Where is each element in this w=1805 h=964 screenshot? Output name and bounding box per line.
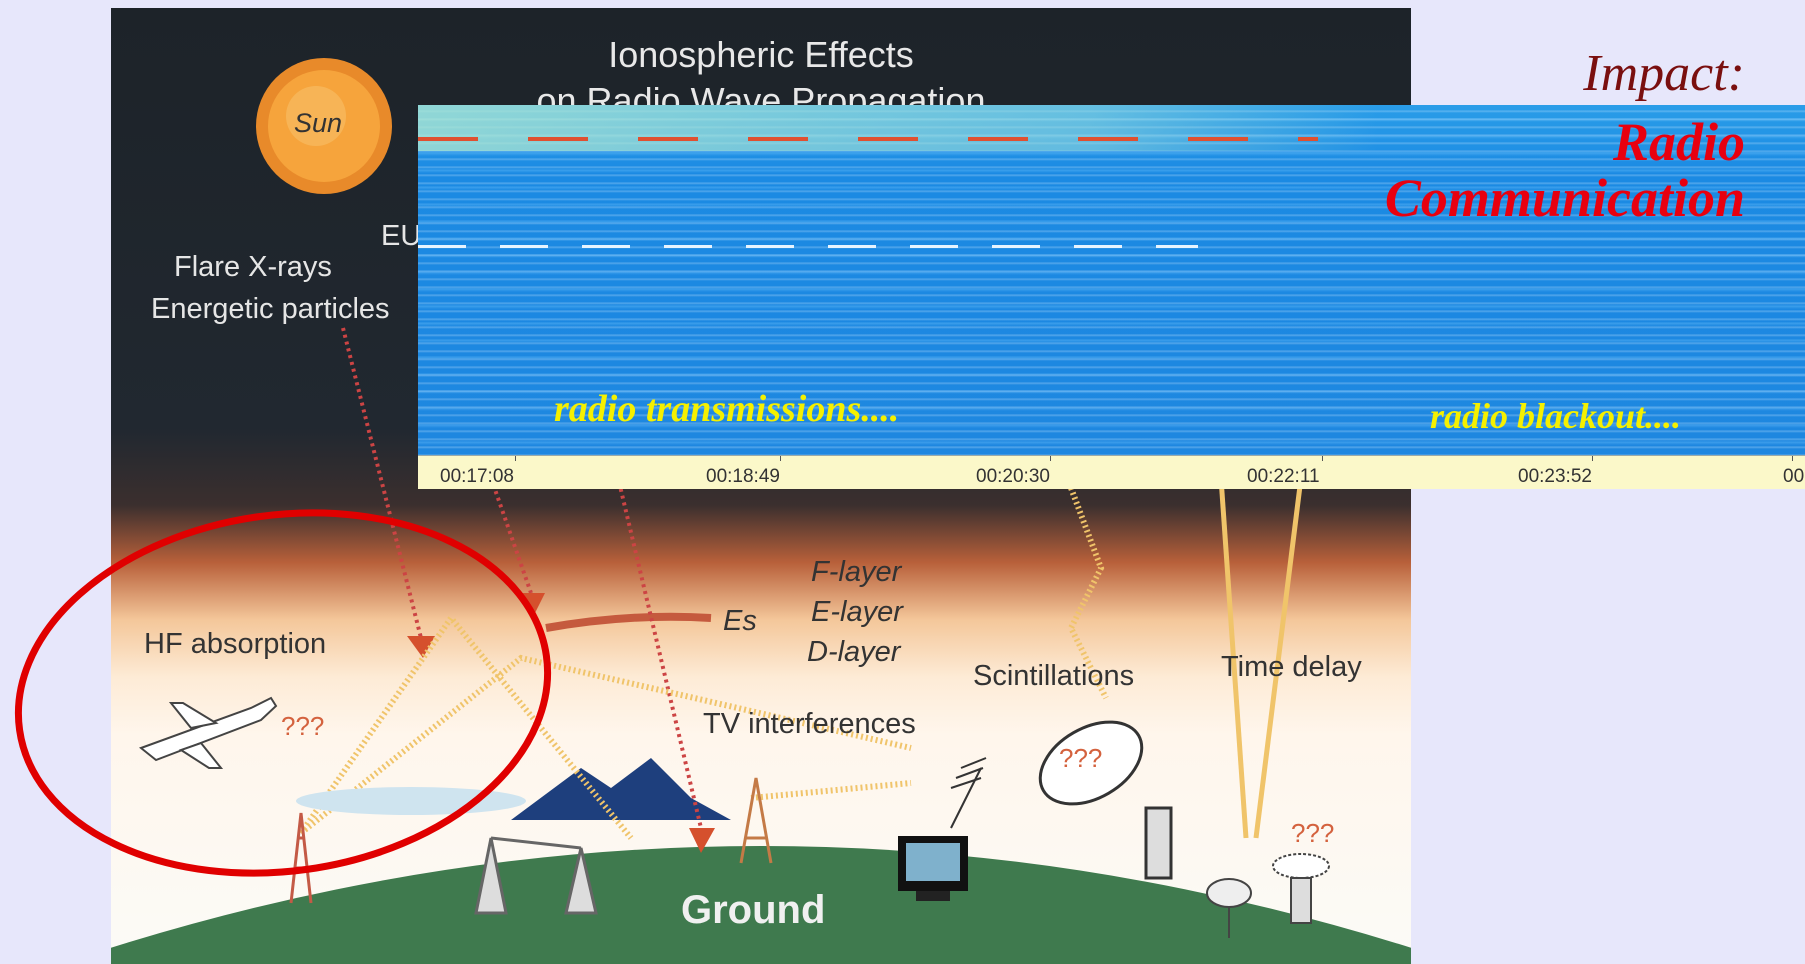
time-tick-mark [1592, 456, 1593, 461]
sun-label: Sun [294, 108, 343, 138]
f-layer-label: F-layer [811, 556, 902, 588]
question-marks-dish: ??? [1059, 743, 1103, 773]
time-tick-mark [780, 456, 781, 461]
ground-label: Ground [681, 888, 826, 932]
question-marks-plane: ??? [281, 711, 325, 741]
transmitter-tower-icon [289, 812, 313, 904]
scintillation-path [1067, 486, 1109, 700]
euv-arrow [489, 477, 533, 594]
time-tick-label: 00:17:08 [440, 466, 514, 487]
euv-arrowhead [519, 593, 545, 613]
e-layer-label: E-layer [811, 596, 903, 628]
slide-headline: Impact: Radio Communication [1384, 45, 1745, 228]
xray-arrow [341, 327, 423, 639]
cloud-icon [296, 787, 526, 815]
time-tick-label: 00:22:11 [1247, 466, 1320, 487]
radio-tower-icon [739, 777, 773, 864]
time-tick-label: 00 [1783, 466, 1805, 487]
time-tick-label: 00:23:52 [1518, 466, 1592, 487]
energetic-particles-label: Energetic particles [151, 293, 390, 325]
spectrogram-image [418, 105, 1805, 455]
time-delay-label: Time delay [1221, 651, 1362, 683]
time-tick-mark [1050, 456, 1051, 461]
time-tick-mark [1322, 456, 1323, 461]
spectrogram-signal-band [418, 105, 1378, 151]
time-tick-label: 00:18:49 [706, 466, 780, 487]
headline-communication: Communication [1384, 168, 1745, 228]
impact-label: Impact: [1583, 45, 1745, 102]
diagram-title-line1: Ionospheric Effects [608, 34, 914, 75]
flare-xrays-label: Flare X-rays [174, 251, 332, 283]
headline-radio: Radio [1612, 112, 1745, 172]
question-marks-receiver: ??? [1291, 818, 1335, 848]
tv-interferences-label: TV interferences [703, 708, 916, 740]
delay-path [1253, 477, 1304, 839]
signal-path [298, 613, 634, 840]
airplane-icon [138, 696, 278, 769]
signal-path [750, 780, 912, 801]
tv-antenna-icon [950, 757, 987, 829]
spectrogram-red-dashes [418, 137, 1318, 141]
particle-arrowhead [689, 828, 715, 853]
time-tick-mark [1792, 456, 1793, 461]
delay-path [1218, 477, 1249, 839]
tv-icon [898, 836, 968, 901]
scintillations-label: Scintillations [973, 660, 1135, 692]
time-axis: 00:17:08 00:18:49 00:20:30 00:22:11 00:2… [418, 455, 1805, 489]
radio-transmissions-caption: radio transmissions.... [554, 388, 900, 430]
time-tick-mark [515, 456, 516, 461]
sun-icon [256, 58, 392, 194]
gps-receiver-icon [1206, 853, 1330, 938]
radio-blackout-caption: radio blackout.... [1430, 396, 1682, 436]
radio-spectrogram: radio transmissions.... radio blackout..… [418, 105, 1805, 489]
hf-absorption-label: HF absorption [144, 628, 327, 660]
es-layer-bar [545, 612, 712, 632]
particle-arrow [609, 447, 703, 829]
es-label: Es [723, 605, 757, 637]
spectrogram-white-dashes [418, 245, 1198, 248]
satellite-dish-icon [1038, 720, 1173, 880]
time-tick-label: 00:20:30 [976, 466, 1050, 487]
mountain-icon [511, 758, 731, 820]
d-layer-label: D-layer [807, 636, 901, 668]
